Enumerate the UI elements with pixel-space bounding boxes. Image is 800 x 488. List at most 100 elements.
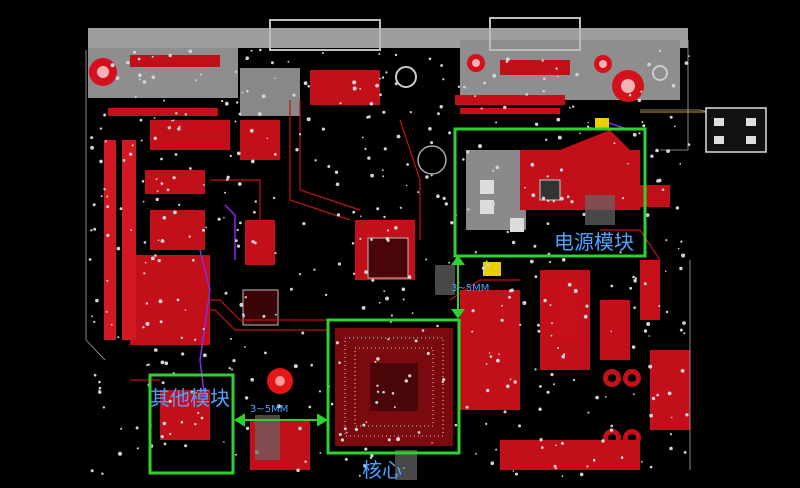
via-dot	[541, 196, 546, 200]
via-dot	[363, 463, 367, 468]
via-dot	[417, 431, 421, 434]
via-dot	[90, 136, 94, 140]
via-field	[88, 48, 691, 478]
via-dot	[223, 216, 225, 219]
via-dot	[145, 321, 150, 326]
via-dot	[90, 469, 94, 473]
via-dot	[176, 298, 180, 302]
via-dot	[93, 320, 96, 323]
via-dot	[511, 240, 516, 245]
via-dot	[120, 427, 123, 430]
via-dot	[378, 77, 381, 80]
via-dot	[130, 229, 133, 232]
core-label: 核心	[362, 458, 402, 482]
via-dot	[274, 77, 276, 80]
via-dot	[688, 55, 690, 57]
via-dot	[159, 320, 163, 324]
via-dot	[633, 306, 636, 310]
via-dot	[142, 200, 145, 203]
via-dot	[658, 49, 662, 52]
via-dot	[474, 95, 477, 98]
via-dot	[344, 457, 348, 461]
via-dot	[244, 396, 249, 400]
via-dot	[129, 152, 133, 156]
via-dot	[93, 373, 97, 377]
via-dot	[595, 395, 599, 400]
via-dot	[489, 355, 493, 358]
via-dot	[116, 246, 121, 251]
via-dot	[169, 432, 172, 436]
via-dot	[534, 122, 539, 127]
via-dot	[275, 313, 277, 316]
via-dot	[385, 296, 390, 301]
via-dot	[335, 182, 340, 187]
via-dot	[104, 140, 107, 143]
via-dot	[605, 396, 607, 398]
qfp-chip-center	[367, 237, 409, 279]
via-dot	[680, 369, 685, 373]
via-dot	[441, 380, 444, 384]
qfp-chip-left	[242, 289, 279, 326]
via-dot	[352, 80, 357, 85]
via-dot	[471, 309, 475, 313]
via-dot	[381, 169, 384, 172]
via-dot	[376, 384, 379, 387]
via-dot	[376, 390, 380, 393]
via-dot	[508, 295, 511, 299]
via-dot	[566, 195, 570, 198]
via-dot	[546, 175, 549, 178]
via-dot	[448, 131, 452, 135]
via-dot	[557, 75, 559, 78]
via-dot	[575, 72, 579, 77]
via-dot	[364, 447, 368, 451]
via-dot	[440, 64, 443, 67]
via-dot	[583, 314, 588, 319]
edge-connector-pins	[104, 140, 136, 340]
via-dot	[238, 112, 242, 116]
power-module-outline	[453, 127, 647, 258]
via-dot	[352, 272, 356, 275]
via-dot	[501, 304, 503, 307]
via-dot	[250, 377, 254, 382]
via-dot	[142, 80, 147, 84]
via-dot	[585, 304, 589, 308]
via-dot	[408, 374, 412, 378]
via-dot	[101, 472, 104, 475]
via-dot	[404, 379, 408, 383]
via-dot	[254, 200, 257, 203]
via-dot	[386, 229, 389, 232]
via-dot	[303, 81, 308, 86]
via-dot	[551, 322, 553, 325]
via-dot	[194, 423, 197, 426]
via-dot	[330, 402, 334, 406]
via-dot	[378, 53, 381, 55]
via-dot	[685, 413, 689, 417]
via-dot	[223, 441, 225, 443]
via-dot	[546, 222, 550, 226]
via-dot	[157, 239, 160, 241]
via-dot	[365, 421, 368, 424]
via-dot	[239, 302, 244, 307]
via-dot	[534, 275, 538, 279]
via-dot	[381, 76, 385, 79]
via-dot	[382, 175, 385, 178]
via-dot	[658, 305, 661, 308]
via-dot	[229, 154, 232, 158]
via-dot	[482, 271, 485, 274]
via-dot	[478, 144, 482, 149]
via-dot	[671, 83, 676, 88]
via-dot	[289, 287, 293, 291]
via-dot	[506, 230, 509, 234]
via-dot	[485, 260, 488, 263]
via-dot	[547, 199, 550, 203]
via-dot	[556, 117, 561, 122]
via-dot	[463, 85, 466, 89]
via-dot	[163, 99, 166, 102]
via-dot	[177, 127, 181, 131]
via-dot	[546, 390, 550, 394]
via-dot	[250, 159, 255, 164]
via-dot	[542, 90, 545, 93]
via-dot	[586, 125, 590, 128]
via-dot	[431, 442, 433, 444]
via-dot	[640, 90, 643, 93]
